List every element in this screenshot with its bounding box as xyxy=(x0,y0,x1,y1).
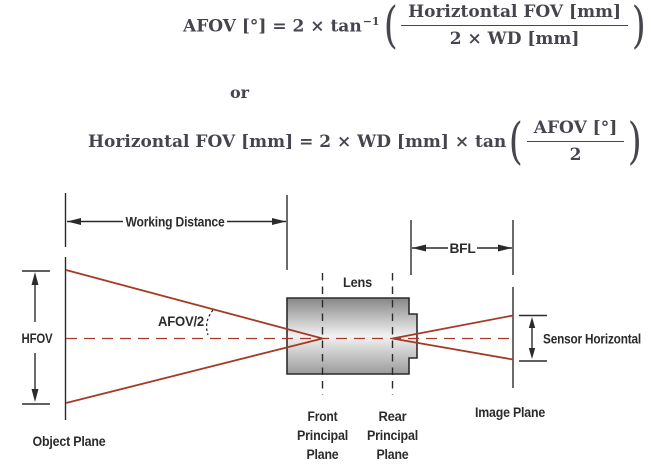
up-arrowhead-icon xyxy=(31,272,39,285)
afov-formula-denominator: 2 × WD [mm] xyxy=(449,29,580,50)
lens-body xyxy=(286,297,418,375)
afov-formula-exponent: −1 xyxy=(362,14,380,28)
object-upper-ray xyxy=(65,269,323,340)
down-arrowhead-icon xyxy=(31,389,39,402)
hfov-formula-numerator: AFOV [°] xyxy=(526,118,625,143)
image-plane-label: Image Plane xyxy=(475,405,546,420)
object-lower-ray xyxy=(65,337,323,404)
hfov-formula-fraction: AFOV [°] 2 xyxy=(526,118,625,166)
afov-half-label: AFOV/2 xyxy=(158,314,204,329)
afov-formula-numerator: Horiztontal FOV [mm] xyxy=(401,2,629,27)
rear-principal-plane-label: Rear Principal Plane xyxy=(367,409,418,462)
object-plane-label: Object Plane xyxy=(33,434,107,449)
svg-text:Plane: Plane xyxy=(307,447,340,462)
down-arrowhead-icon xyxy=(528,348,536,359)
hfov-formula-body: Horizontal FOV [mm] = 2 × WD [mm] × tan xyxy=(88,131,507,152)
svg-text:Principal: Principal xyxy=(297,428,348,443)
open-paren: ( xyxy=(509,112,524,170)
afov-formula-body: AFOV [°] = 2 × tan−1 xyxy=(183,14,380,37)
left-arrowhead-icon xyxy=(412,244,426,252)
svg-text:Rear: Rear xyxy=(379,409,408,424)
image-upper-ray xyxy=(392,314,514,340)
open-paren: ( xyxy=(383,0,398,54)
afov-formula: AFOV [°] = 2 × tan−1 ( Horiztontal FOV [… xyxy=(183,0,649,54)
svg-text:Front: Front xyxy=(308,409,339,424)
afov-formula-fraction: Horiztontal FOV [mm] 2 × WD [mm] xyxy=(401,2,629,50)
bfl-label: BFL xyxy=(450,241,476,256)
image-lower-ray xyxy=(392,337,514,361)
hfov-formula-denominator: 2 xyxy=(569,145,582,166)
lens-label: Lens xyxy=(343,275,372,290)
hfov-formula: Horizontal FOV [mm] = 2 × WD [mm] × tan … xyxy=(88,112,645,170)
svg-text:Plane: Plane xyxy=(377,447,410,462)
right-arrowhead-icon xyxy=(272,218,286,225)
svg-text:Principal: Principal xyxy=(367,428,418,443)
working-distance-label: Working Distance xyxy=(126,215,226,230)
up-arrowhead-icon xyxy=(528,317,536,328)
front-principal-plane-label: Front Principal Plane xyxy=(297,409,348,462)
right-arrowhead-icon xyxy=(498,244,512,252)
close-paren: ) xyxy=(631,0,646,54)
close-paren: ) xyxy=(627,112,643,170)
afov-angle-arc xyxy=(205,309,214,336)
hfov-label: HFOV xyxy=(22,331,53,346)
left-arrowhead-icon xyxy=(67,218,81,225)
formula-connector: or xyxy=(230,83,250,102)
sensor-horizontal-label: Sensor Horizontal xyxy=(543,332,641,347)
